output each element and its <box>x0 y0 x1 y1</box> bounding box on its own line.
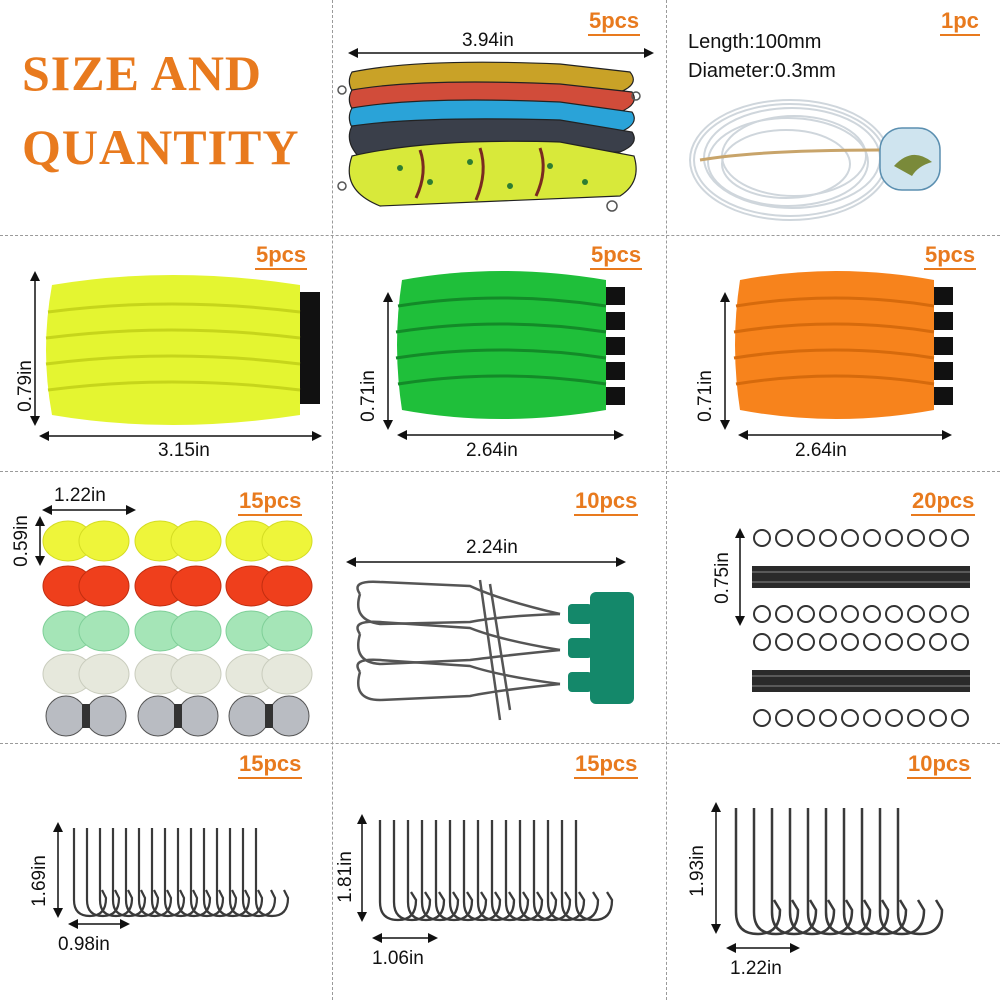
orange-float-quantity: 5pcs <box>924 243 977 270</box>
medium-hooks-width-label: 1.06in <box>372 948 424 969</box>
sliders-length-label: 2.24in <box>466 537 518 558</box>
large-hooks-width-label: 1.22in <box>730 958 782 979</box>
grid-divider-vertical <box>666 0 667 1000</box>
line-diameter-spec: Diameter:0.3mm <box>688 60 836 82</box>
page-title-line1: SIZE AND <box>22 45 263 101</box>
page-title-line2: QUANTITY <box>22 119 300 175</box>
orange-float-length-label: 2.64in <box>795 440 847 461</box>
large-hooks-height-label: 1.93in <box>686 845 708 897</box>
grid-divider-horizontal <box>0 235 1000 236</box>
beads-width-label: 1.22in <box>54 485 106 506</box>
yellow-float-length-label: 3.15in <box>158 440 210 461</box>
sliders-quantity: 10pcs <box>574 489 639 516</box>
grid-divider-vertical <box>332 0 333 1000</box>
line-length-spec: Length:100mm <box>688 31 822 53</box>
grid-divider-horizontal <box>0 743 1000 744</box>
swivels-quantity: 20pcs <box>911 489 976 516</box>
beads-quantity: 15pcs <box>238 489 303 516</box>
small-hooks-quantity: 15pcs <box>238 752 303 779</box>
yellow-float-quantity: 5pcs <box>255 243 308 270</box>
lures-length-label: 3.94in <box>462 30 514 51</box>
small-hooks-width-label: 0.98in <box>58 934 110 955</box>
line-quantity: 1pc <box>940 9 980 36</box>
large-hooks-quantity: 10pcs <box>907 752 972 779</box>
medium-hooks-quantity: 15pcs <box>574 752 639 779</box>
green-float-quantity: 5pcs <box>590 243 643 270</box>
green-float-length-label: 2.64in <box>466 440 518 461</box>
grid-divider-horizontal <box>0 471 1000 472</box>
lures-quantity: 5pcs <box>588 9 641 36</box>
